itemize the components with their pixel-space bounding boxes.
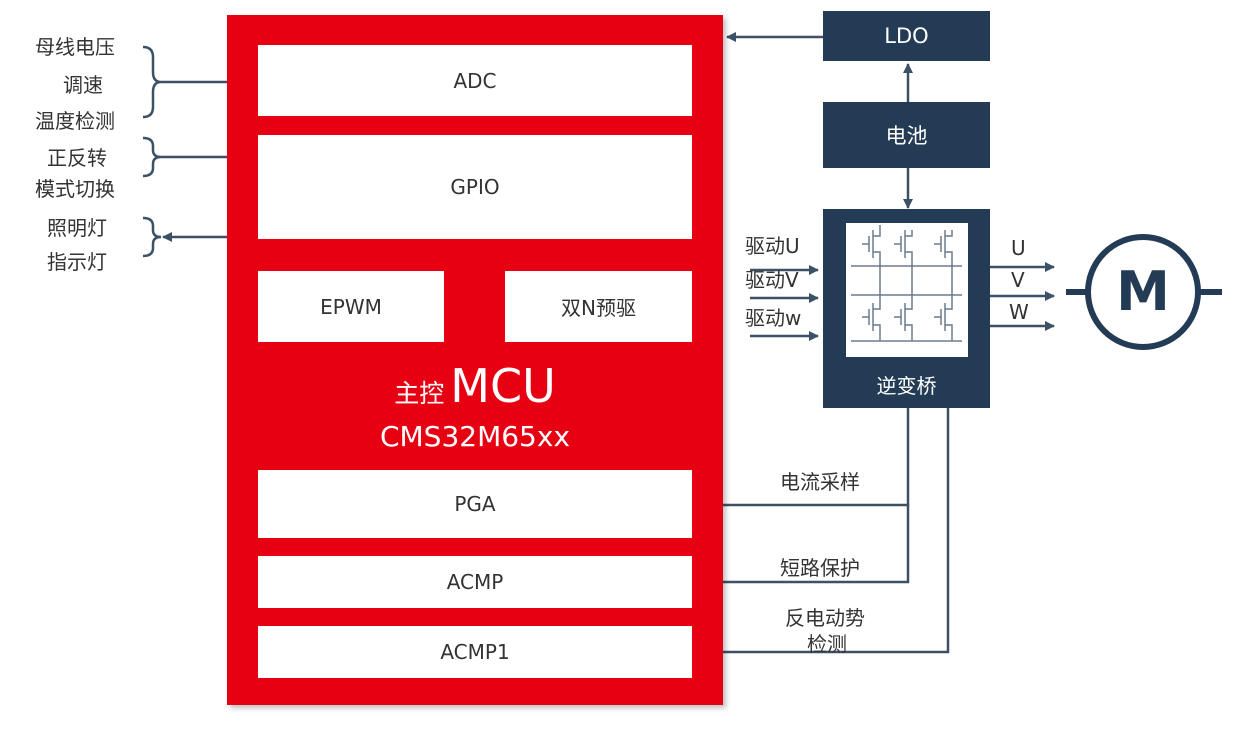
motor-label: M (1116, 260, 1170, 323)
label-current-sampling: 电流采样 (780, 470, 860, 494)
predriver-block: 双N预驱 (505, 271, 692, 342)
label-drive-v: 驱动V (745, 268, 799, 292)
label-phase-u: U (1011, 236, 1026, 260)
label-speed: 调速 (63, 73, 103, 97)
mcu-title-main: MCU (450, 359, 556, 413)
epwm-block: EPWM (258, 271, 444, 342)
label-phase-v: V (1011, 268, 1025, 292)
adc-block: ADC (258, 45, 692, 116)
line-bemf (696, 408, 950, 657)
label-mode: 模式切换 (35, 177, 115, 201)
battery-block: 电池 (823, 102, 990, 168)
label-bemf-2: 检测 (807, 632, 847, 656)
label-direction: 正反转 (47, 146, 107, 170)
mcu-title-prefix: 主控 (394, 379, 445, 408)
label-bus-voltage: 母线电压 (35, 35, 115, 59)
label-bemf-1: 反电动势 (785, 606, 865, 630)
brace-gpio (142, 136, 162, 178)
ldo-block: LDO (823, 11, 990, 61)
pga-block: PGA (258, 470, 692, 538)
label-drive-u: 驱动U (745, 234, 800, 258)
mcu-model: CMS32M65xx (379, 420, 571, 453)
line-short-protection (696, 505, 910, 587)
acmp-block: ACMP (258, 556, 692, 608)
gpio-block: GPIO (258, 135, 692, 239)
label-short-protection: 短路保护 (780, 556, 860, 580)
acmp1-block: ACMP1 (258, 626, 692, 678)
label-phase-w: W (1009, 300, 1029, 324)
motor-icon (1066, 234, 1222, 350)
label-temperature: 温度检测 (35, 109, 115, 133)
label-indicator: 指示灯 (47, 250, 107, 274)
bridge-switch-panel (846, 223, 968, 357)
brace-out (142, 216, 162, 258)
label-drive-w: 驱动w (745, 306, 802, 330)
brace-adc (142, 45, 162, 119)
inverter-bridge-label: 逆变桥 (876, 374, 937, 398)
label-lighting: 照明灯 (47, 216, 107, 240)
